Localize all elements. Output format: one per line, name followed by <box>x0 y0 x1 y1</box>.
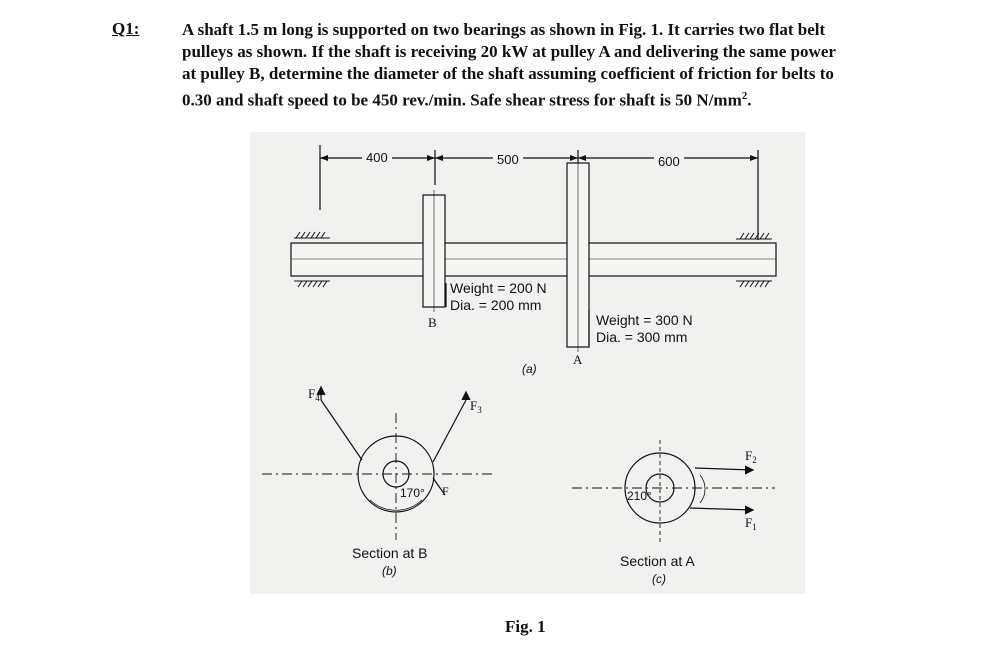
question-line-2: pulleys as shown. If the shaft is receiv… <box>182 42 836 61</box>
question-text: A shaft 1.5 m long is supported on two b… <box>182 19 942 112</box>
bearing-hatch-right-top <box>736 232 772 240</box>
section-b-label: Section at B <box>352 545 428 561</box>
dim-600-label: 600 <box>658 154 680 169</box>
question-superscript: 2 <box>741 90 748 102</box>
question-end: . <box>747 90 752 110</box>
pulley-b-weight: Weight = 200 N <box>450 280 547 296</box>
pulley-b-label: B <box>428 315 437 330</box>
force-f1-label: F1 <box>745 515 757 532</box>
question-line-3: at pulley B, determine the diameter of t… <box>182 64 834 83</box>
pulley-a-weight: Weight = 300 N <box>596 312 693 328</box>
figure-caption: Fig. 1 <box>505 617 546 636</box>
pulley-b-dia: Dia. = 200 mm <box>450 297 541 313</box>
question-number: Q1: <box>112 19 140 38</box>
section-a-label: Section at A <box>620 553 695 569</box>
force-f-label: F <box>442 484 449 498</box>
bearing-hatch-left-bottom <box>294 280 330 288</box>
section-a-part: (c) <box>652 572 666 586</box>
force-f3-label: F3 <box>470 398 482 415</box>
bearing-hatch-right-bottom <box>736 280 772 288</box>
angle-170-label: 170° <box>400 486 425 500</box>
question-line-4-text: 0.30 and shaft speed to be 450 rev./min.… <box>182 90 742 110</box>
angle-210-label: 210° <box>627 489 652 503</box>
shaft <box>290 242 777 277</box>
question-line-1: A shaft 1.5 m long is supported on two b… <box>182 20 826 39</box>
force-f2-label: F2 <box>745 448 757 465</box>
pulley-a-dia: Dia. = 300 mm <box>596 329 687 345</box>
part-a-label: (a) <box>522 362 537 376</box>
bearing-hatch-left-top <box>294 231 330 239</box>
figure-drawing: 400 500 600 Weight = 200 N Dia. = 200 mm… <box>262 145 777 586</box>
section-b-part: (b) <box>382 564 397 578</box>
figure-1: 400 500 600 Weight = 200 N Dia. = 200 mm… <box>250 132 805 594</box>
dim-500-label: 500 <box>497 152 519 167</box>
section-a-drawing <box>572 440 775 545</box>
pulley-a-label: A <box>573 352 583 367</box>
question-line-4: 0.30 and shaft speed to be 450 rev./min.… <box>182 85 942 112</box>
dim-400-label: 400 <box>366 150 388 165</box>
section-b-drawing <box>262 385 495 540</box>
dim-arrows <box>320 155 758 161</box>
force-f4-label: F4 <box>308 386 320 403</box>
